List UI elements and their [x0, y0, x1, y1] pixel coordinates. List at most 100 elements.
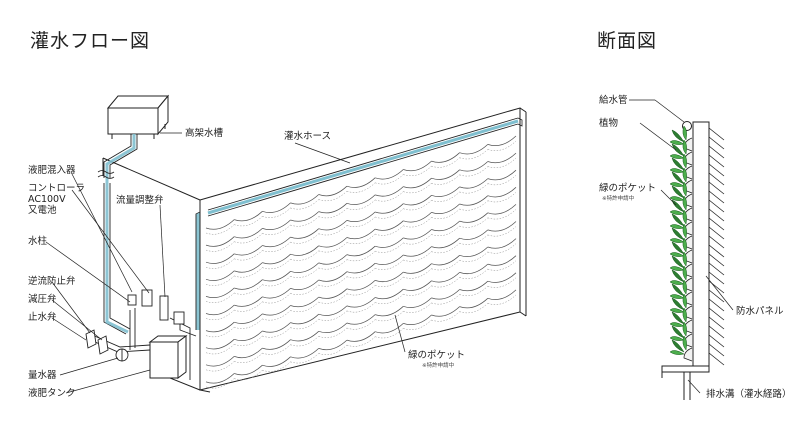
pocket-stitch: [205, 309, 235, 321]
pocket-stitch: [403, 319, 432, 330]
plant-leaf: [671, 325, 685, 339]
plant-leaf: [682, 307, 687, 323]
plant-leaf: [669, 238, 685, 243]
pocket-stitch: [403, 302, 432, 313]
hatch-line: [708, 343, 725, 357]
plant-leaf: [669, 154, 685, 159]
pocket-curve: [374, 220, 404, 231]
pocket-curve: [374, 323, 404, 334]
pocket-curve: [205, 304, 235, 316]
pocket-stitch: [318, 344, 348, 355]
plant-leaf: [682, 223, 687, 239]
label-controller-battery: 又電池: [28, 205, 57, 216]
pocket-curve: [290, 194, 319, 205]
pocket-curve: [403, 297, 432, 308]
hatch-line: [708, 163, 725, 177]
pocket-curve: [262, 271, 291, 282]
pocket-curve: [431, 186, 460, 197]
plant-leaf: [671, 297, 685, 311]
pocket-curve: [487, 272, 517, 283]
elevated-tank: [106, 94, 170, 139]
label-supply-pipe: 給水管: [599, 95, 628, 106]
pocket-stitch: [205, 344, 235, 355]
plant-leaf: [669, 322, 685, 327]
plant-leaf: [671, 171, 685, 185]
plant-leaf: [682, 195, 687, 211]
section-diagram-title: 断面図: [597, 30, 658, 52]
pocket-curve: [346, 263, 376, 274]
label-pressure-valve: 減圧弁: [28, 294, 57, 305]
pocket-stitch: [262, 293, 291, 304]
pocket-stitch: [459, 268, 488, 279]
plant-leaf: [669, 210, 685, 215]
label-elevated-tank: 高架水槽: [185, 128, 224, 139]
pocket-stitch: [375, 174, 404, 185]
hatch-line: [708, 208, 725, 222]
pocket-curve: [290, 279, 319, 291]
pocket-stitch: [290, 199, 319, 210]
pocket-curve: [262, 356, 291, 367]
pocket-curve: [403, 229, 432, 240]
pocket-stitch: [459, 200, 488, 211]
pocket-stitch: [487, 157, 517, 169]
plant-leaf: [682, 167, 687, 183]
label-controller: コントローラ: [28, 183, 86, 194]
label-fertilizer-tank: 液肥タンク: [28, 388, 76, 399]
pocket-curve: [290, 348, 319, 359]
pocket-stitch: [431, 294, 460, 305]
pocket-curve: [487, 204, 517, 215]
hatch-line: [708, 352, 725, 366]
pocket-curve: [318, 254, 348, 265]
pocket-curve: [290, 331, 319, 342]
pocket-curve: [205, 253, 235, 264]
pocket-curve: [431, 152, 460, 163]
pocket-curve: [262, 253, 291, 265]
pocket-curve: [403, 263, 432, 274]
hatch-line: [708, 235, 725, 249]
pocket-stitch: [487, 226, 517, 237]
label-waterproof-panel: 防水パネル: [736, 306, 784, 317]
pocket-curve: [346, 280, 376, 291]
pocket-stitch: [234, 352, 263, 363]
hatch-line: [708, 226, 725, 240]
plant-leaf: [669, 308, 685, 313]
plant-leaf: [669, 280, 685, 285]
pocket-stitch: [205, 224, 235, 235]
pocket-stitch: [346, 285, 376, 296]
pocket-stitch: [487, 277, 517, 288]
pocket-stitch: [403, 251, 432, 262]
pocket-stitch: [431, 277, 460, 288]
hatch-line: [708, 307, 725, 321]
pocket-curve: [290, 228, 319, 239]
pocket-curve: [346, 194, 376, 205]
pocket-stitch: [403, 165, 432, 177]
pocket-stitch: [205, 327, 235, 338]
pocket-stitch: [375, 328, 404, 339]
pocket-stitch: [431, 191, 460, 202]
pocket-curve: [205, 339, 235, 350]
hatch-line: [708, 289, 725, 303]
plant-leaf: [669, 224, 685, 229]
pocket-stitch: [318, 293, 348, 304]
pocket-stitch: [459, 251, 488, 262]
pocket-stitch: [318, 327, 348, 338]
plant-leaf: [682, 181, 687, 197]
pocket-curve: [459, 212, 489, 223]
plant-leaf: [671, 185, 685, 199]
pocket-stitch: [431, 157, 460, 168]
pocket-curve: [346, 245, 376, 257]
pocket-curve: [403, 212, 432, 223]
pocket-stitch: [318, 276, 348, 287]
pocket-curve: [318, 305, 348, 316]
pocket-stitch: [262, 241, 291, 253]
pocket-curve: [431, 289, 460, 300]
pocket-stitch: [234, 250, 263, 261]
hatch-line: [708, 244, 725, 258]
pocket-curve: [459, 263, 489, 275]
hatch-line: [708, 136, 725, 150]
pocket-stitch: [262, 224, 291, 235]
pocket-stitch: [290, 301, 319, 313]
pocket-stitch: [487, 209, 517, 220]
pocket-curve: [346, 177, 376, 188]
green-wall-panel: [199, 107, 527, 393]
